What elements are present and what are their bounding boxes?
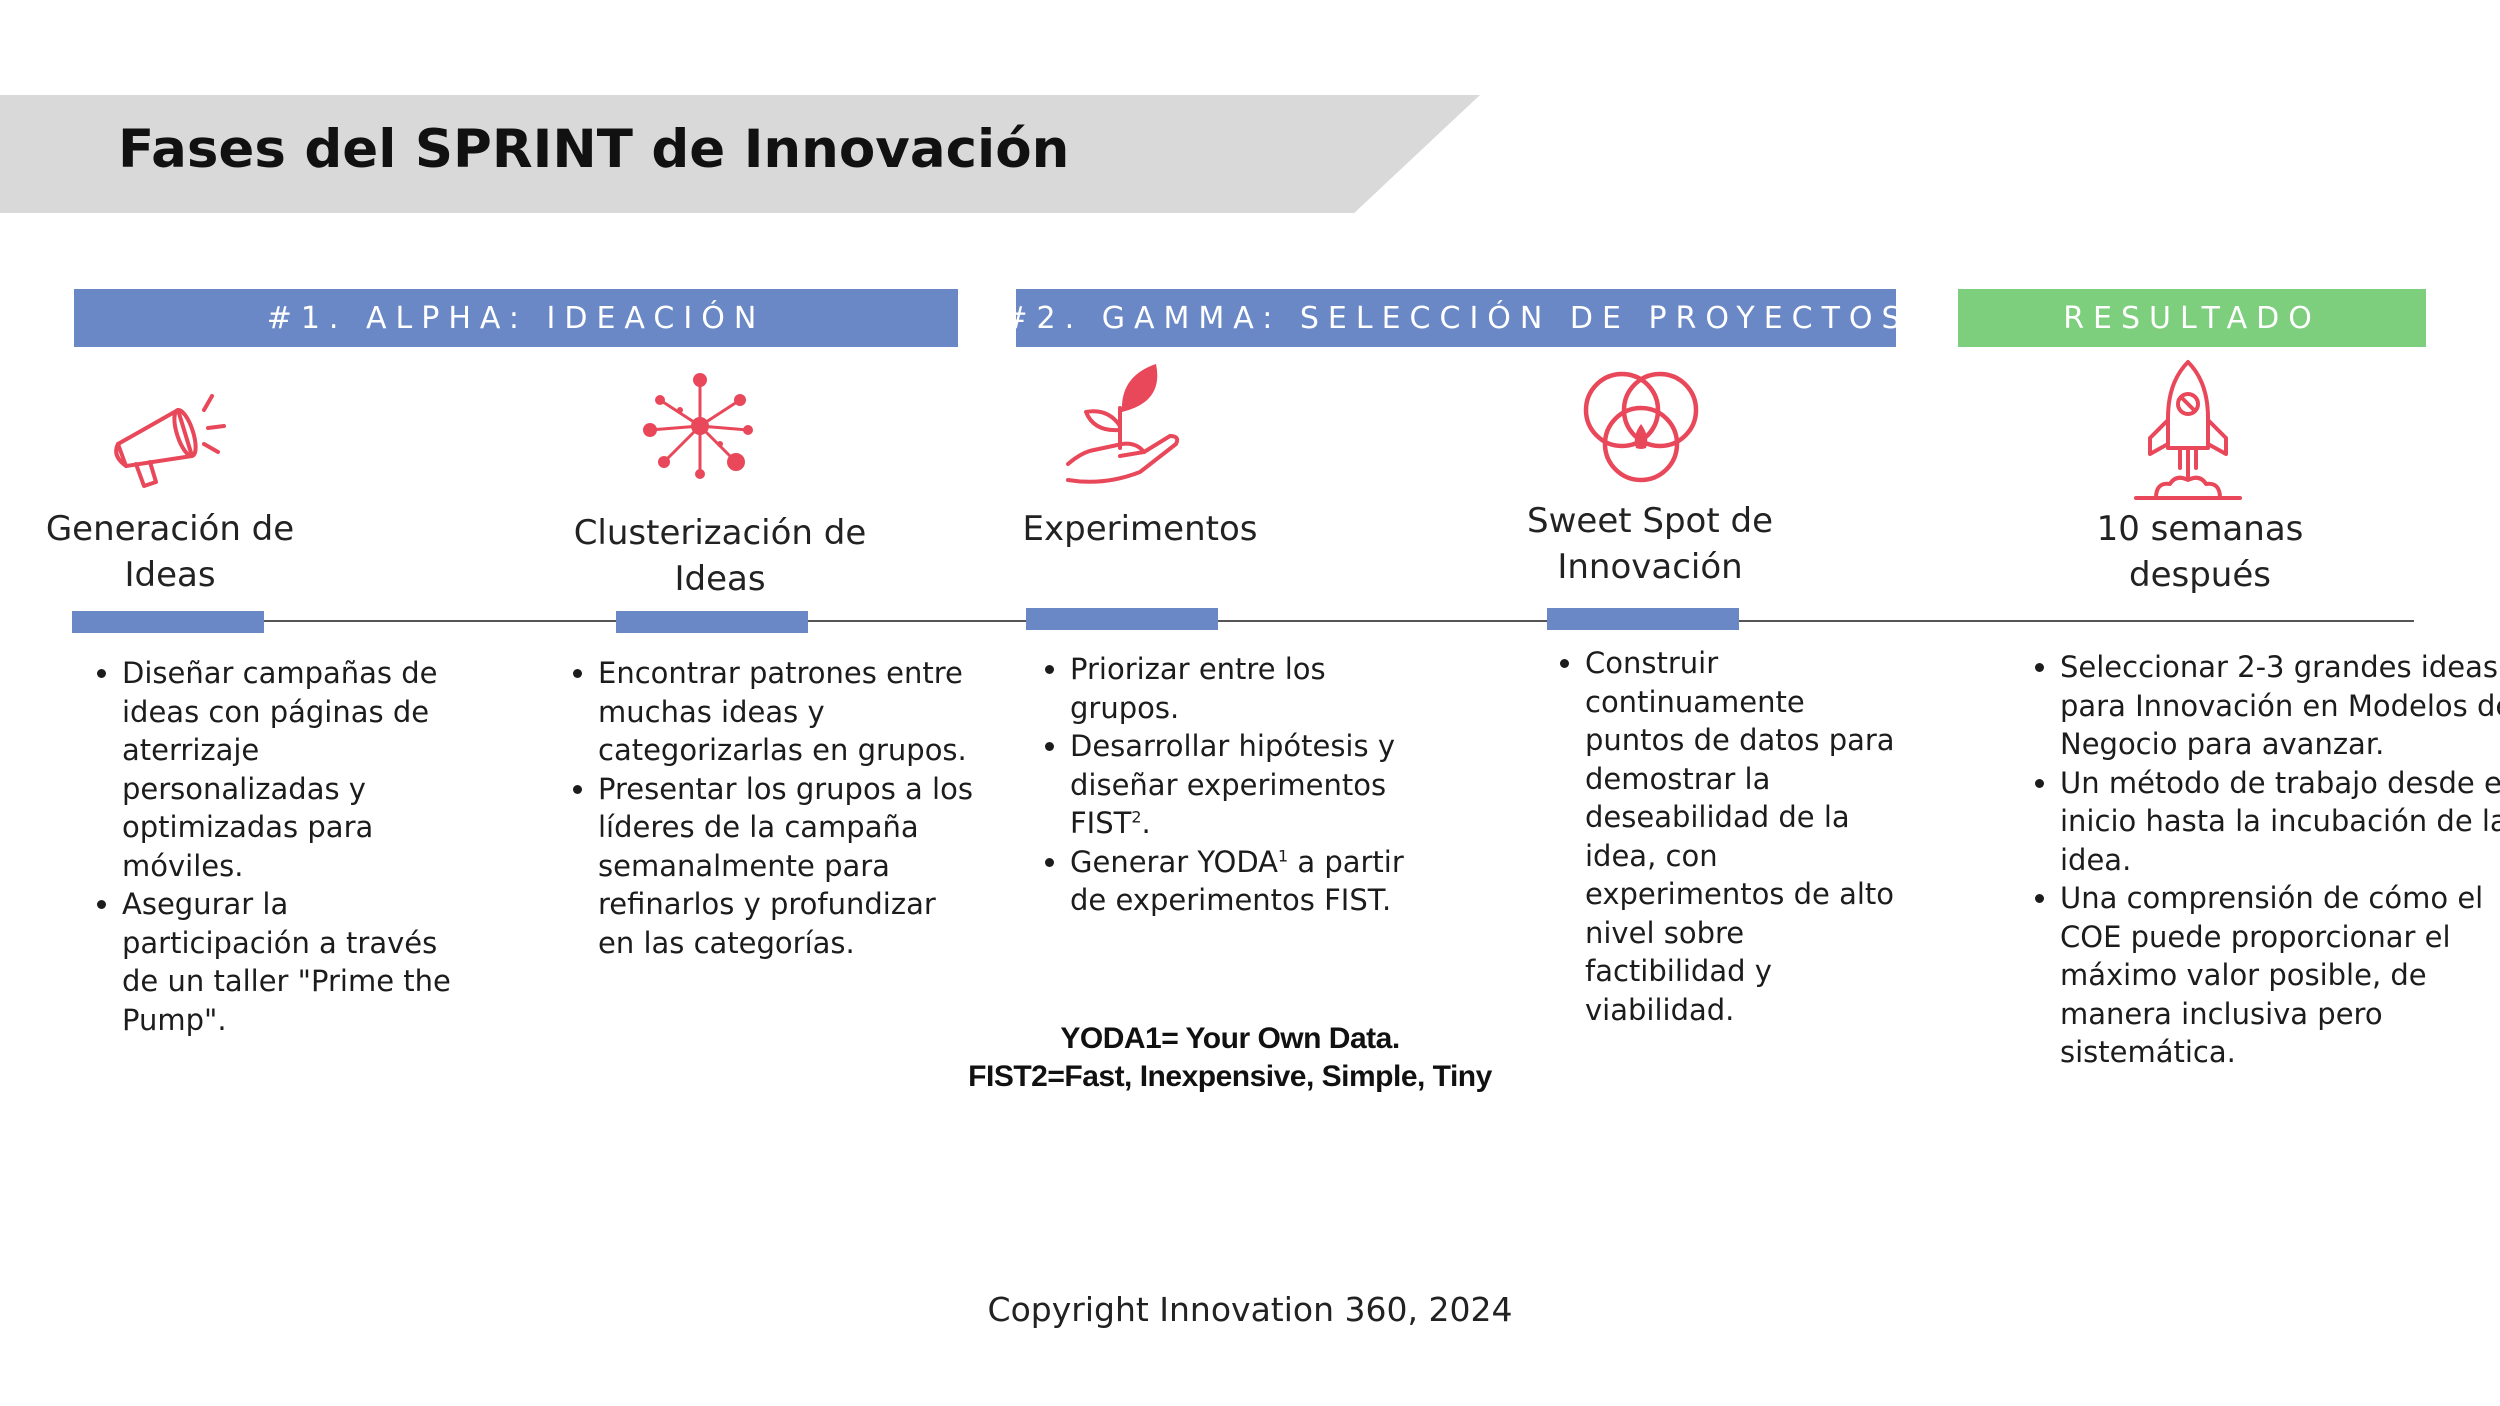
footnotes: YODA1= Your Own Data. FIST2=Fast, Inexpe… [880, 1020, 1580, 1096]
list-item: Seleccionar 2-3 grandes ideas para Innov… [2060, 648, 2500, 764]
list-item: Un método de trabajo desde el inicio has… [2060, 764, 2500, 880]
list-item: Desarrollar hipótesis y diseñar experime… [1070, 727, 1410, 843]
list-item: Presentar los grupos a los líderes de la… [598, 770, 978, 963]
list-item: Generar YODA1 a partir de experimentos F… [1070, 843, 1410, 920]
list-item-text: Generar YODA [1070, 844, 1278, 879]
venn-diagram-icon [1583, 371, 1699, 483]
stage-title-sweet-spot: Sweet Spot de Innovación [1510, 498, 1790, 590]
stage-title-line: después [2129, 555, 2271, 595]
phase-bar-gamma: #2. GAMMA: SELECCIÓN DE PROYECTOS [1002, 289, 1901, 347]
timeline-marker-clusterizacion [616, 611, 808, 633]
bullet-list-semanas: Seleccionar 2-3 grandes ideas para Innov… [2024, 648, 2500, 1072]
footnote-fist: FIST2=Fast, Inexpensive, Simple, Tiny [968, 1060, 1492, 1093]
list-item: Una comprensión de cómo el COE puede pro… [2060, 879, 2500, 1072]
stage-title-line: Innovación [1557, 547, 1743, 587]
stage-title-clusterizacion: Clusterización de Ideas [560, 510, 880, 602]
megaphone-icon [114, 394, 226, 488]
network-cluster-icon [643, 373, 753, 479]
list-item: Asegurar la participación a través de un… [122, 885, 482, 1039]
title-band [0, 95, 1480, 213]
timeline-marker-generacion [72, 611, 264, 633]
rocket-icon [2134, 360, 2242, 500]
phase-label-gamma: #2. GAMMA: SELECCIÓN DE PROYECTOS [1002, 300, 1910, 336]
stage-title-line: Experimentos [1022, 509, 1258, 549]
stage-title-line: Ideas [674, 559, 766, 599]
bullet-list-sweet-spot: Construir continuamente puntos de datos … [1549, 644, 1905, 1029]
footnote-mark: 2 [1131, 807, 1142, 827]
footnote-yoda: YODA1= Your Own Data. [1060, 1022, 1400, 1055]
timeline-line [72, 620, 2414, 622]
phase-bar-alpha: #1. ALPHA: IDEACIÓN [74, 289, 958, 347]
plant-in-hand-icon [1066, 364, 1180, 484]
stage-title-semanas: 10 semanas después [2060, 506, 2340, 598]
copyright: Copyright Innovation 360, 2024 [987, 1290, 1513, 1329]
list-item: Priorizar entre los grupos. [1070, 650, 1410, 727]
list-item-text-after: . [1141, 806, 1151, 840]
list-item-text: Desarrollar hipótesis y diseñar experime… [1070, 729, 1395, 840]
stage-title-experimentos: Experimentos [1000, 506, 1280, 552]
footnote-mark: 1 [1277, 845, 1289, 865]
phase-label-alpha: #1. ALPHA: IDEACIÓN [266, 300, 766, 336]
list-item-text-after: a partir de experimentos FIST. [1070, 844, 1404, 918]
phase-bar-result: RESULTADO [1958, 289, 2426, 347]
stage-title-line: Sweet Spot de [1527, 501, 1773, 541]
stage-title-line: 10 semanas [2096, 509, 2304, 549]
list-item: Encontrar patrones entre muchas ideas y … [598, 654, 978, 770]
stage-title-line: Clusterización de [573, 513, 867, 553]
stage-title-line: Generación de [45, 509, 295, 549]
list-item: Diseñar campañas de ideas con páginas de… [122, 654, 482, 885]
list-item: Construir continuamente puntos de datos … [1585, 644, 1905, 1029]
timeline-marker-experimentos [1026, 608, 1218, 630]
stage-title-generacion: Generación de Ideas [30, 506, 310, 598]
timeline-marker-sweet-spot [1547, 608, 1739, 630]
stage-title-line: Ideas [124, 555, 216, 595]
bullet-list-experimentos: Priorizar entre los grupos. Desarrollar … [1034, 650, 1410, 920]
page-title: Fases del SPRINT de Innovación [118, 119, 1070, 180]
list-item-text: Priorizar entre los grupos. [1070, 652, 1326, 725]
bullet-list-clusterizacion: Encontrar patrones entre muchas ideas y … [562, 654, 978, 962]
phase-label-result: RESULTADO [2063, 300, 2321, 336]
bullet-list-generacion: Diseñar campañas de ideas con páginas de… [86, 654, 482, 1039]
